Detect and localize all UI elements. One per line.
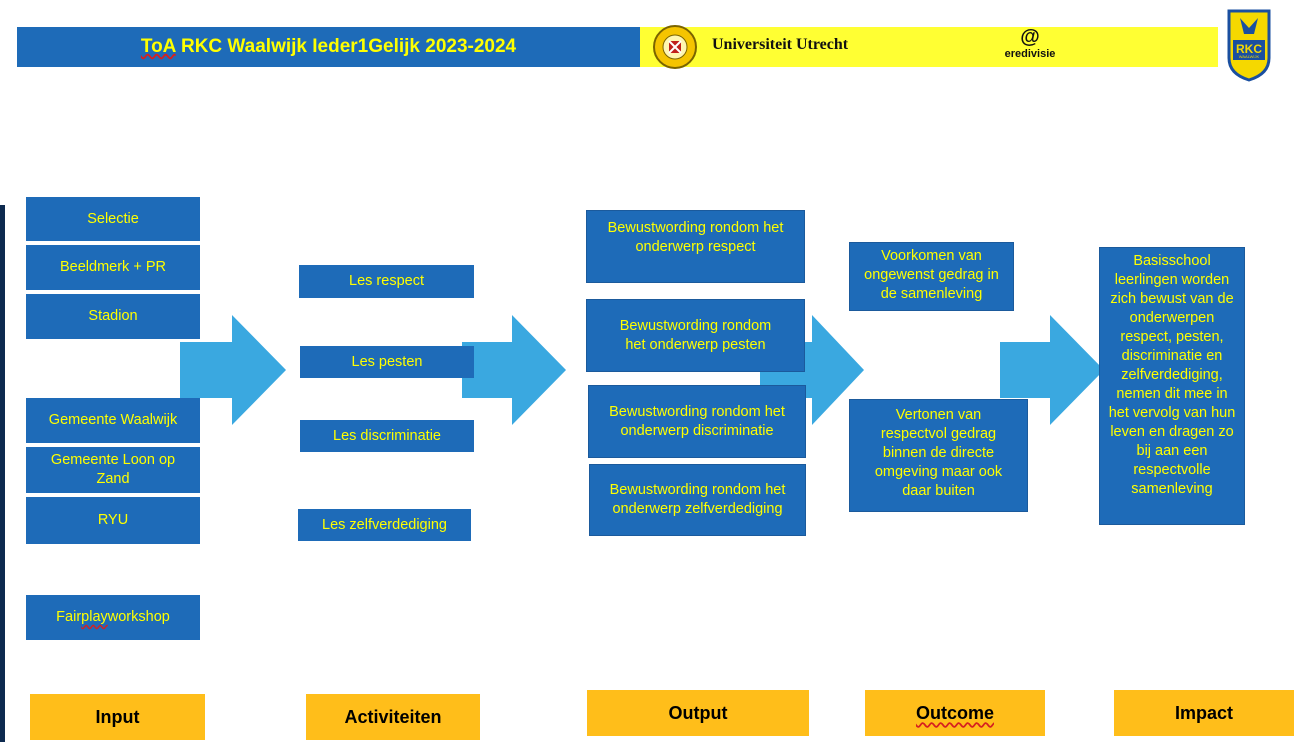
label-outcome: Outcome — [865, 690, 1045, 736]
label-impact: Impact — [1114, 690, 1294, 736]
output-zelfverdediging: Bewustwording rondom het onderwerp zelfv… — [589, 464, 806, 536]
arrow-outcome-impact-icon — [1000, 315, 1104, 425]
input-fair-play-workshop: Fair play workshop — [26, 595, 200, 640]
arrow-input-activities-icon — [180, 315, 286, 425]
activity-les-zelfverdediging: Les zelfverdediging — [298, 509, 471, 541]
arrow-activities-output-icon — [462, 315, 566, 425]
input-beeldmerk-pr: Beeldmerk + PR — [26, 245, 200, 290]
left-edge-bar — [0, 205, 5, 742]
uu-name: Universiteit Utrecht — [712, 36, 849, 53]
label-output: Output — [587, 690, 809, 736]
rkc-badge-subtext: WAALWIJK — [1238, 54, 1260, 59]
rkc-badge-icon: RKC WAALWIJK — [1226, 8, 1272, 82]
input-ryu: RYU — [26, 497, 200, 544]
utrecht-seal-icon — [652, 24, 698, 70]
header-title-bar: ToA RKC Waalwijk Ieder1Gelijk 2023-2024 — [17, 27, 640, 67]
input-gemeente-loon-op-zand: Gemeente Loon op Zand — [26, 447, 200, 493]
activity-les-discriminatie: Les discriminatie — [300, 420, 474, 452]
header-title: ToA RKC Waalwijk Ieder1Gelijk 2023-2024 — [140, 36, 517, 57]
header-logo-bar — [640, 27, 1218, 67]
impact-text: Basisschool leerlingen worden zich bewus… — [1099, 247, 1245, 525]
output-pesten: Bewustwording rondom het onderwerp peste… — [586, 299, 805, 372]
outcome-voorkomen: Voorkomen van ongewenst gedrag in de sam… — [849, 242, 1014, 311]
input-gemeente-waalwijk: Gemeente Waalwijk — [26, 398, 200, 443]
label-activiteiten: Activiteiten — [306, 694, 480, 740]
eredivisie-e-icon: @ — [1020, 26, 1040, 48]
activity-les-respect: Les respect — [299, 265, 474, 298]
input-selectie: Selectie — [26, 197, 200, 241]
input-stadion: Stadion — [26, 294, 200, 339]
output-discriminatie: Bewustwording rondom het onderwerp discr… — [588, 385, 806, 458]
eredivisie-logo: @ eredivisie — [985, 26, 1075, 66]
outcome-vertonen: Vertonen van respectvol gedrag binnen de… — [849, 399, 1028, 512]
eredivisie-text: eredivisie — [1004, 48, 1056, 60]
label-input: Input — [30, 694, 205, 740]
output-respect: Bewustwording rondom het onderwerp respe… — [586, 210, 805, 283]
rkc-badge-text: RKC — [1236, 42, 1262, 56]
activity-les-pesten: Les pesten — [300, 346, 474, 378]
